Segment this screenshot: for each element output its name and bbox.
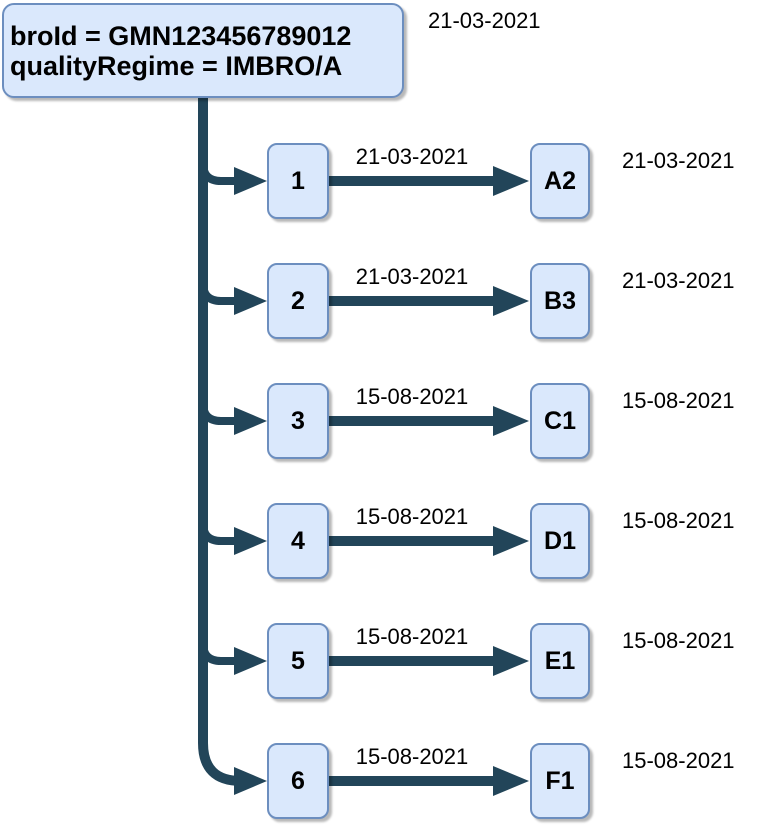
version-date-label-5: 15-08-2021 (622, 628, 735, 653)
version-arrowhead-3 (493, 406, 529, 436)
root-node-text: broId = GMN123456789012 qualityRegime = … (4, 21, 351, 81)
tree-row-2: 2 21-03-2021 B3 21-03-2021 (0, 251, 762, 351)
version-arrowhead-4 (493, 526, 529, 556)
edge-date-label-3: 15-08-2021 (355, 384, 469, 409)
version-date-label-4: 15-08-2021 (622, 508, 735, 533)
version-date-label-6: 15-08-2021 (622, 748, 735, 773)
edge-date-label-6: 15-08-2021 (355, 744, 469, 769)
version-node-3[interactable]: C1 (530, 383, 590, 459)
branch-connector-4 (199, 481, 234, 545)
branch-connector-5 (199, 601, 234, 665)
version-arrowhead-5 (493, 646, 529, 676)
branch-arrowhead-1 (234, 167, 267, 195)
root-broid-line: broId = GMN123456789012 (10, 20, 352, 51)
edge-date-label-5: 15-08-2021 (355, 624, 469, 649)
version-arrowhead-6 (493, 766, 529, 796)
branch-arrowhead-5 (234, 647, 267, 675)
edge-date-label-4: 15-08-2021 (355, 504, 469, 529)
branch-arrowhead-4 (234, 527, 267, 555)
version-node-1[interactable]: A2 (530, 143, 590, 219)
branch-arrowhead-3 (234, 407, 267, 435)
tree-row-5: 5 15-08-2021 E1 15-08-2021 (0, 611, 762, 711)
edge-date-label-1: 21-03-2021 (355, 144, 469, 169)
root-qualityregime-line: qualityRegime = IMBRO/A (10, 50, 343, 81)
tube-node-4[interactable]: 4 (267, 503, 329, 579)
tree-row-4: 4 15-08-2021 D1 15-08-2021 (0, 491, 762, 591)
version-arrowhead-2 (493, 286, 529, 316)
branch-arrowhead-2 (234, 287, 267, 315)
tube-node-3[interactable]: 3 (267, 383, 329, 459)
root-date-label: 21-03-2021 (428, 8, 541, 33)
tree-row-6: 6 15-08-2021 F1 15-08-2021 (0, 731, 762, 828)
tube-node-5[interactable]: 5 (267, 623, 329, 699)
tree-row-3: 3 15-08-2021 C1 15-08-2021 (0, 371, 762, 471)
tube-node-6[interactable]: 6 (267, 743, 329, 819)
root-node[interactable]: broId = GMN123456789012 qualityRegime = … (2, 3, 404, 98)
version-node-2[interactable]: B3 (530, 263, 590, 339)
tube-node-1[interactable]: 1 (267, 143, 329, 219)
branch-connector-2 (199, 241, 234, 305)
version-node-4[interactable]: D1 (530, 503, 590, 579)
edge-date-label-2: 21-03-2021 (355, 264, 469, 289)
branch-connector-1 (199, 121, 234, 185)
version-date-label-2: 21-03-2021 (622, 268, 735, 293)
tree-row-1: 1 21-03-2021 A2 21-03-2021 (0, 131, 762, 231)
branch-arrowhead-6 (234, 767, 267, 795)
version-arrowhead-1 (493, 166, 529, 196)
version-node-6[interactable]: F1 (530, 743, 590, 819)
branch-connector-3 (199, 361, 234, 425)
version-date-label-1: 21-03-2021 (622, 148, 735, 173)
version-date-label-3: 15-08-2021 (622, 388, 735, 413)
version-node-5[interactable]: E1 (530, 623, 590, 699)
tube-node-2[interactable]: 2 (267, 263, 329, 339)
